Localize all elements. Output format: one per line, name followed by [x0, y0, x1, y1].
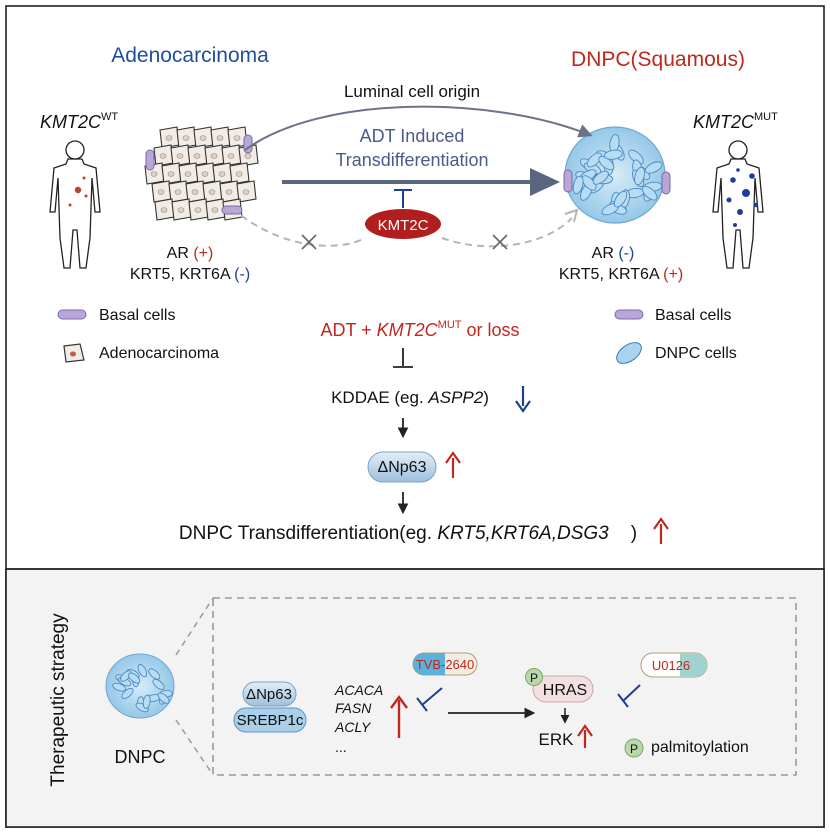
up-arrow-red-1	[445, 451, 461, 478]
svg-text:P: P	[530, 671, 538, 685]
down-arrow-blue	[515, 386, 531, 413]
svg-text:HRAS: HRAS	[543, 682, 587, 699]
adt-label-1: ADT Induced	[360, 126, 465, 146]
dnpc-transdiff-label: DNPC Transdifferentiation(eg. KRT5,KRT6A…	[179, 523, 637, 544]
lipogenic-genes: ACACA FASN ACLY ...	[334, 682, 383, 755]
svg-text:KMT2C: KMT2C	[378, 217, 429, 234]
legend-left-adeno: Adenocarcinoma	[63, 343, 219, 363]
svg-text:P: P	[630, 742, 638, 756]
gene-label-mut: KMT2CMUT	[693, 111, 778, 132]
svg-text:SREBP1c: SREBP1c	[237, 712, 304, 729]
dnpc-tissue	[563, 126, 671, 224]
title-adenocarcinoma: Adenocarcinoma	[111, 44, 269, 67]
human-figure-right	[712, 140, 764, 269]
drug-u0126: U0126	[640, 652, 708, 678]
block-x-left	[301, 234, 317, 250]
right-krt-label: KRT5, KRT6A (+)	[559, 266, 683, 283]
legend-right-basal: Basal cells	[614, 307, 731, 324]
legend-right-dnpc: DNPC cells	[616, 342, 737, 364]
up-arrow-red-erk	[577, 724, 593, 748]
human-figure-left	[49, 140, 101, 269]
svg-text:ACLY: ACLY	[334, 719, 372, 735]
inhibition-u0126	[617, 684, 641, 708]
therapeutic-strategy-title: Therapeutic strategy	[48, 613, 69, 787]
dnpc-small-tissue	[105, 653, 175, 719]
np63-complex: ΔNp63 SREBP1c	[233, 681, 307, 733]
svg-text:ΔNp63: ΔNp63	[378, 459, 427, 476]
svg-text:FASN: FASN	[335, 700, 372, 716]
left-ar-label: AR (+)	[167, 245, 214, 262]
kddae-label: KDDAE (eg. ASPP2)	[331, 388, 489, 407]
adenocarcinoma-tissue	[144, 126, 259, 221]
hras-node: HRAS P	[525, 668, 594, 703]
mechanism-adt-kmt2c: ADT + KMT2CMUT or loss	[320, 319, 519, 340]
adt-label-2: Transdifferentiation	[335, 150, 488, 170]
dnpc-small-label: DNPC	[114, 747, 165, 767]
luminal-origin-arrow	[244, 105, 593, 151]
kmt2c-pill: KMT2C	[365, 209, 441, 239]
therapy-box	[212, 597, 797, 776]
up-arrow-red-2	[653, 517, 669, 544]
right-ar-label: AR (-)	[592, 245, 635, 262]
svg-text:Basal cells: Basal cells	[655, 307, 731, 324]
dashed-path-right	[441, 217, 573, 248]
svg-text:TVB-2640: TVB-2640	[416, 657, 475, 672]
svg-text:Basal cells: Basal cells	[99, 307, 175, 324]
gene-label-wt: KMT2CWT	[40, 111, 118, 132]
svg-text:U0126: U0126	[652, 658, 690, 673]
svg-text:ΔNp63: ΔNp63	[246, 686, 292, 703]
palmitoylation-legend: P palmitoylation	[624, 738, 749, 758]
legend-left-basal: Basal cells	[57, 307, 175, 324]
up-arrow-red-genes	[390, 694, 408, 738]
drug-tvb2640: TVB-2640	[412, 652, 478, 676]
svg-text:ACACA: ACACA	[334, 682, 383, 698]
np63-pill: ΔNp63	[367, 451, 437, 483]
block-x-right	[492, 234, 508, 250]
erk-label: ERK	[539, 730, 575, 749]
title-dnpc: DNPC(Squamous)	[571, 48, 745, 71]
svg-text:DNPC cells: DNPC cells	[655, 345, 737, 362]
svg-text:Adenocarcinoma: Adenocarcinoma	[99, 345, 219, 362]
inhibition-tvb	[416, 687, 443, 712]
left-krt-label: KRT5, KRT6A (-)	[130, 266, 250, 283]
svg-text:...: ...	[335, 739, 347, 755]
luminal-origin-label: Luminal cell origin	[344, 82, 480, 101]
svg-text:palmitoylation: palmitoylation	[651, 739, 749, 756]
